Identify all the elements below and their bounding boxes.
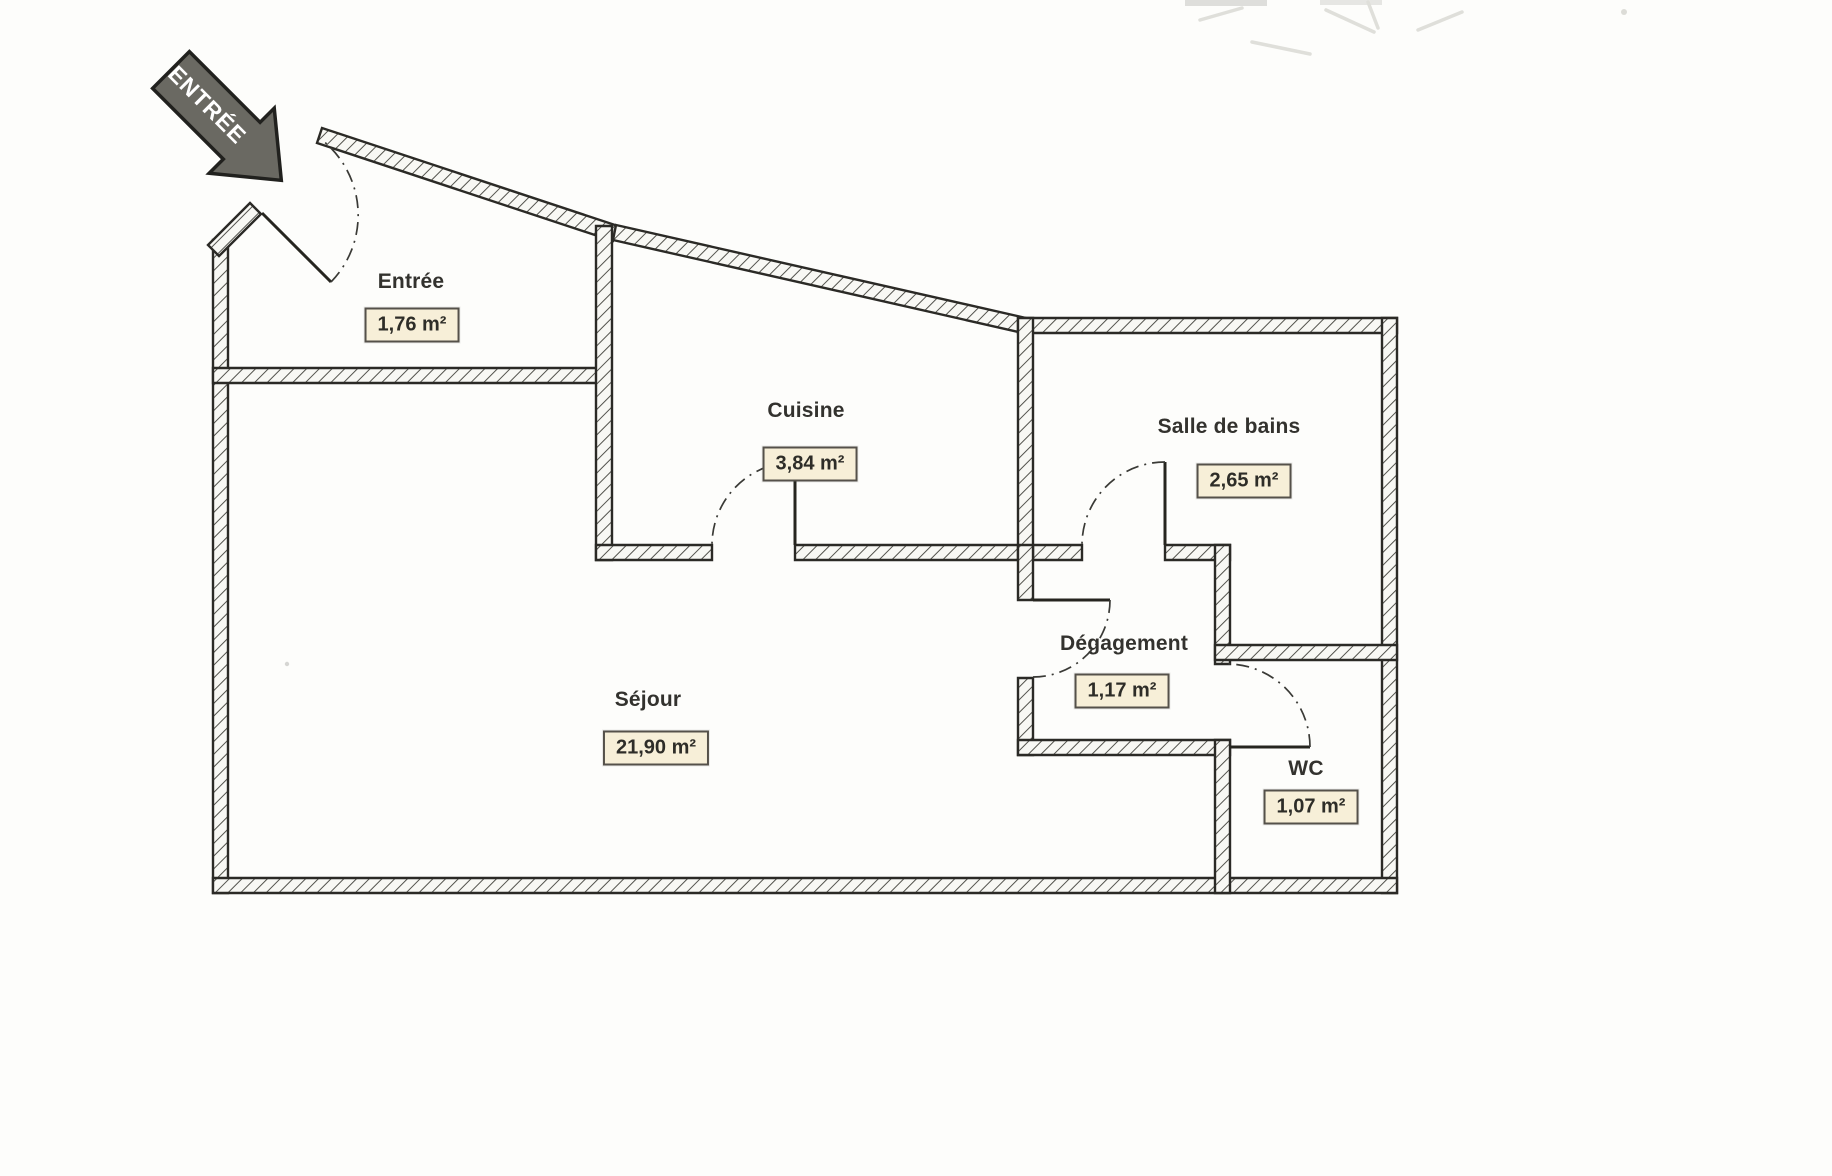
walls bbox=[206, 126, 1399, 895]
room-name-cuisine: Cuisine bbox=[767, 399, 845, 422]
wall-entry-stub bbox=[206, 201, 263, 258]
wc-door-arc bbox=[1226, 663, 1311, 748]
wall-degagement-bottom bbox=[1016, 738, 1232, 757]
wall-degagement-left-upper bbox=[1016, 543, 1035, 602]
wall-entree-bottom bbox=[211, 366, 605, 385]
area-box-entree: 1,76 m² bbox=[364, 307, 460, 343]
entrance-arrow-icon bbox=[150, 49, 284, 183]
room-name-entree: Entrée bbox=[377, 270, 445, 293]
wall-bathroom-left bbox=[1016, 316, 1035, 562]
wall-outer-bottom bbox=[211, 876, 1399, 895]
degagement-door-arc bbox=[1032, 599, 1111, 678]
entry-door-arc bbox=[321, 139, 360, 283]
room-name-salle-de-bains: Salle de bains bbox=[1157, 415, 1301, 438]
room-name-degagement: Dégagement bbox=[1059, 632, 1189, 655]
wall-wc-left bbox=[1213, 738, 1232, 895]
entry-door-leaf bbox=[260, 211, 333, 284]
area-box-sejour: 21,90 m² bbox=[602, 730, 710, 766]
wall-top-diagonal-a bbox=[315, 126, 620, 243]
area-box-salle-de-bains: 2,65 m² bbox=[1196, 463, 1292, 499]
room-name-sejour: Séjour bbox=[614, 688, 682, 711]
wall-top-diagonal-b bbox=[611, 223, 1028, 335]
area-box-cuisine: 3,84 m² bbox=[762, 446, 858, 482]
wall-cuisine-left bbox=[594, 224, 614, 562]
bathroom-door-arc bbox=[1081, 461, 1166, 546]
cuisine-door-arc bbox=[711, 461, 796, 546]
wall-wc-top bbox=[1213, 643, 1399, 662]
wall-outer-left bbox=[211, 238, 230, 895]
door-arcs bbox=[321, 139, 1311, 748]
wall-cuisine-bottom-2 bbox=[793, 543, 1084, 562]
room-name-wc: WC bbox=[1288, 757, 1324, 780]
area-box-degagement: 1,17 m² bbox=[1074, 673, 1170, 709]
wall-cuisine-bottom-1 bbox=[594, 543, 714, 562]
wall-top-bathroom bbox=[1016, 316, 1399, 335]
scan-artifacts bbox=[284, 0, 1627, 667]
wall-outer-right bbox=[1380, 316, 1399, 895]
area-box-wc: 1,07 m² bbox=[1263, 789, 1359, 825]
